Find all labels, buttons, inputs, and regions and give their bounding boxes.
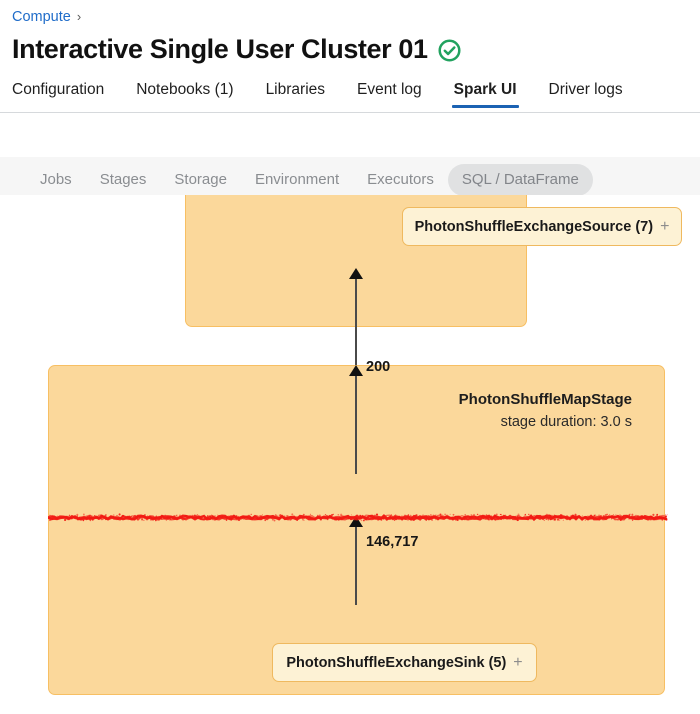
query-plan-diagram: PhotonShuffleExchangeSource (7) + Photon…	[0, 195, 700, 714]
edge-arrowhead-sink-to-stage-boundary	[349, 365, 363, 376]
stage-name: PhotonShuffleMapStage	[458, 391, 632, 408]
edge-label-shuffle-partitions: 200	[366, 359, 391, 375]
plan-node-photon-shuffle-exchange-source[interactable]: PhotonShuffleExchangeSource (7) +	[402, 207, 682, 246]
edge-line-sink-to-source	[355, 278, 357, 393]
breadcrumb: Compute ›	[12, 8, 81, 26]
tab-event-log[interactable]: Event log	[357, 81, 422, 98]
edge-label-rows-scanned: 146,717	[366, 534, 419, 550]
check-circle-icon	[438, 38, 461, 62]
page-title: Interactive Single User Cluster 01	[12, 34, 428, 64]
plan-node-photon-shuffle-exchange-sink[interactable]: PhotonShuffleExchangeSink (5) +	[272, 643, 537, 682]
subnav-item-jobs[interactable]: Jobs	[40, 171, 72, 188]
expand-icon[interactable]: +	[660, 217, 670, 235]
subnav-item-executors[interactable]: Executors	[367, 171, 434, 188]
breadcrumb-item-compute[interactable]: Compute	[12, 9, 71, 25]
subnav-item-storage[interactable]: Storage	[174, 171, 227, 188]
edge-line-sink-to-stage-boundary	[355, 374, 357, 474]
breadcrumb-separator-icon: ›	[76, 9, 82, 24]
tab-spark-ui[interactable]: Spark UI	[451, 80, 519, 108]
subnav-item-stages[interactable]: Stages	[99, 171, 147, 188]
edge-arrowhead-scan-to-sink	[349, 516, 363, 527]
tab-libraries[interactable]: Libraries	[265, 81, 326, 98]
edge-line-scan-to-sink	[355, 525, 357, 605]
stage-duration: stage duration: 3.0 s	[500, 414, 632, 431]
page-header: Interactive Single User Cluster 01	[12, 32, 461, 66]
edge-arrowhead-sink-to-source	[349, 268, 363, 279]
tab-driver-logs[interactable]: Driver logs	[548, 81, 623, 98]
tab-notebooks[interactable]: Notebooks (1)	[136, 81, 234, 98]
plan-node-label: PhotonShuffleExchangeSource (7)	[414, 218, 654, 235]
tab-configuration[interactable]: Configuration	[12, 81, 105, 98]
expand-icon[interactable]: +	[513, 653, 523, 671]
stage-info: PhotonShuffleMapStage stage duration: 3.…	[459, 390, 632, 433]
subnav-item-environment[interactable]: Environment	[254, 171, 340, 188]
subnav-item-sql-dataframe[interactable]: SQL / DataFrame	[447, 164, 593, 196]
plan-node-label: PhotonShuffleExchangeSink (5)	[286, 654, 507, 671]
tabs-divider	[0, 112, 700, 113]
cluster-detail-tabs: Configuration Notebooks (1) Libraries Ev…	[12, 80, 700, 108]
